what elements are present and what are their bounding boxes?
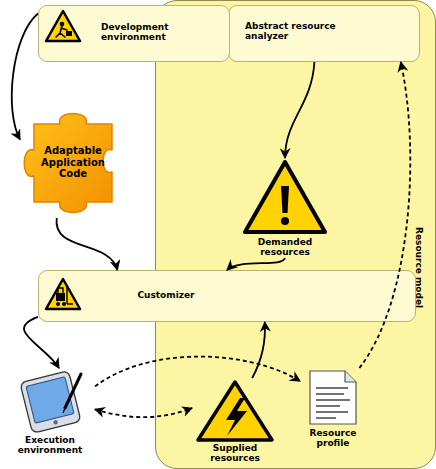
node-label: Resource profile bbox=[295, 428, 371, 449]
connector-group bbox=[12, 14, 411, 418]
group-band: Resource modelAbstract resource analyzer… bbox=[155, 0, 436, 469]
process-box: Development environment bbox=[38, 5, 230, 62]
node-label: Adaptable Application Code bbox=[34, 145, 112, 180]
warning-triangle: Supplied resources bbox=[192, 378, 278, 464]
warning-triangle: Demanded resources bbox=[240, 158, 330, 258]
dashed-arrow bbox=[95, 357, 300, 387]
node-label: Execution environment bbox=[5, 435, 95, 456]
flow-arrow bbox=[56, 218, 117, 270]
node-label: Development environment bbox=[101, 22, 201, 43]
process-box: Abstract resource analyzer bbox=[228, 5, 420, 62]
device-icon: Execution environment bbox=[5, 368, 95, 460]
flow-arrow bbox=[24, 317, 59, 368]
node-label: Customizer bbox=[121, 290, 211, 300]
dashed-arrow bbox=[359, 62, 410, 368]
document-icon: Resource profile bbox=[300, 368, 366, 456]
development-icon bbox=[46, 11, 80, 41]
flow-arrow bbox=[227, 258, 285, 270]
node-label: Supplied resources bbox=[192, 443, 278, 464]
flow-arrow bbox=[285, 62, 314, 158]
forklift-icon bbox=[46, 279, 80, 309]
node-label: Abstract resource analyzer bbox=[245, 21, 360, 42]
process-box: Customizer bbox=[38, 270, 416, 322]
flow-arrow bbox=[252, 322, 265, 378]
puzzle-piece: Adaptable Application Code bbox=[20, 106, 125, 218]
dashed-arrow bbox=[95, 408, 192, 417]
node-label: Demanded resources bbox=[240, 237, 330, 258]
flow-arrow bbox=[12, 14, 38, 140]
